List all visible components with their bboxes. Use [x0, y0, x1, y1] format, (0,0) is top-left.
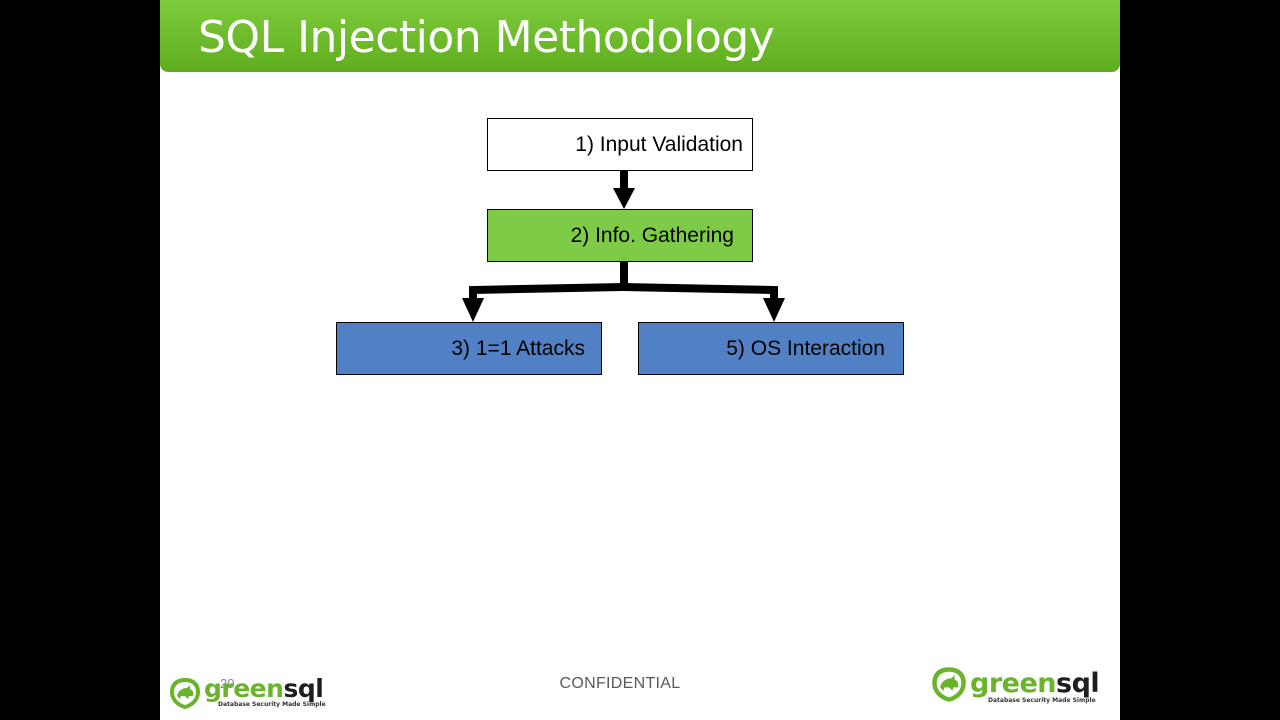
- node-input-validation: 1) Input Validation: [487, 118, 753, 171]
- diagram-connectors: [462, 171, 785, 322]
- greensql-logo-left: greensql Database Security Made Simple: [168, 676, 326, 710]
- logo-tagline: Database Security Made Simple: [218, 701, 326, 708]
- node-label: 1) Input Validation: [575, 132, 743, 156]
- slide-title: SQL Injection Methodology: [198, 12, 775, 63]
- logo-wordmark: greensql: [970, 668, 1100, 699]
- slide-number: 20: [220, 676, 235, 691]
- edge-n2-branch-right: [623, 283, 778, 300]
- node-1eq1-attacks: 3) 1=1 Attacks: [336, 322, 602, 375]
- rhino-shield-icon: [170, 678, 200, 709]
- rhino-shield-icon: [932, 667, 966, 702]
- logo-wordmark: greensql: [204, 674, 324, 703]
- slide: SQL Injection Methodology 1) Input Valid…: [160, 0, 1120, 720]
- node-os-interaction: 5) OS Interaction: [638, 322, 904, 375]
- node-label: 2) Info. Gathering: [570, 223, 734, 247]
- node-label: 5) OS Interaction: [726, 336, 885, 360]
- node-info-gathering: 2) Info. Gathering: [487, 209, 753, 262]
- arrowhead-n2: [613, 188, 635, 209]
- arrowhead-n3: [462, 298, 484, 322]
- logo-tagline: Database Security Made Simple: [988, 697, 1096, 704]
- title-bar: SQL Injection Methodology: [160, 0, 1120, 72]
- footer-confidential: CONFIDENTIAL: [559, 675, 681, 692]
- arrowhead-n5: [763, 298, 785, 322]
- edge-n2-branch: [469, 262, 628, 300]
- greensql-logo-right: greensql Database Security Made Simple: [930, 664, 1100, 704]
- node-label: 3) 1=1 Attacks: [451, 336, 585, 360]
